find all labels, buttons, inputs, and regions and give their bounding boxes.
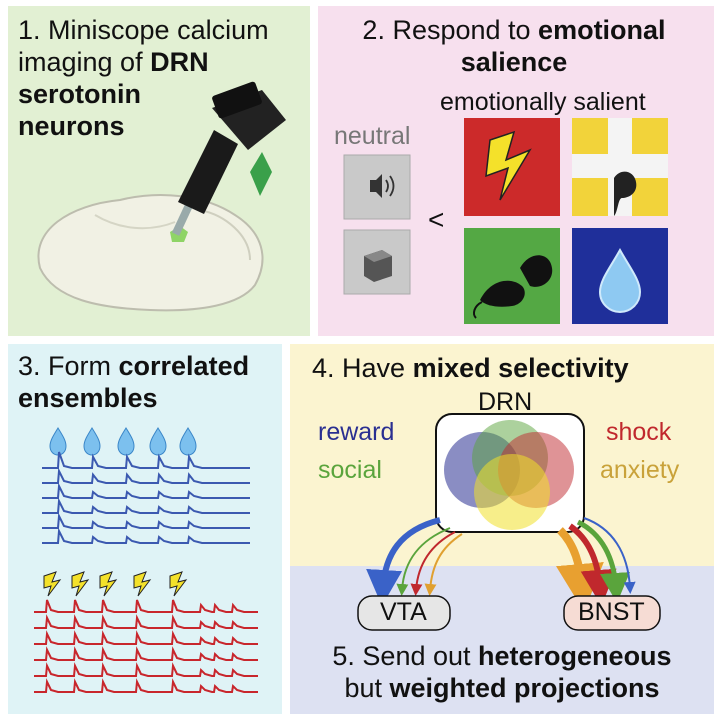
bnst-box [563, 595, 661, 631]
blue-trace-line [42, 467, 250, 484]
blue-trace-line [42, 482, 250, 499]
panel3-line2-bold: ensembles [18, 383, 158, 413]
vta-label: VTA [380, 598, 427, 626]
panel5-title: 5. Send out heterogeneous but weighted p… [300, 640, 704, 704]
brain-illustration [37, 194, 264, 312]
bnst-label: BNST [578, 598, 645, 626]
red-trace-line [34, 662, 258, 677]
shock-bolt-row [43, 571, 188, 597]
neutral-label: neutral [334, 122, 411, 150]
shock-bolt-icon [99, 571, 118, 597]
shock-square [464, 118, 560, 216]
panel1-line1: 1. Miniscope calcium [18, 15, 269, 45]
panel2-title: 2. Respond to emotional salience [344, 14, 684, 78]
panel2-line1-text: 2. Respond to [362, 15, 539, 45]
panel1-line2-bold: DRN [150, 47, 209, 77]
panel1-line3: serotonin [18, 78, 269, 110]
anxiety-maze-square [572, 118, 668, 216]
panel3-line1-text: 3. Form [18, 351, 119, 381]
red-trace-line [34, 678, 258, 693]
shock-bolt-icon [169, 571, 188, 597]
less-than-sign: < [428, 204, 445, 235]
shock-label: shock [606, 418, 672, 446]
panel3-line2: ensembles [18, 382, 249, 414]
neutral-object-square [343, 229, 411, 295]
drn-venn-box [435, 413, 585, 533]
panel1-line2: imaging of DRN [18, 46, 269, 78]
panel1-line4: neurons [18, 110, 269, 142]
social-label: social [318, 456, 382, 484]
panel5-line1: 5. Send out heterogeneous [300, 640, 704, 672]
panel2-line1-bold: emotional [538, 15, 666, 45]
water-drop-icon [149, 427, 167, 456]
panel-weighted-projections [290, 566, 714, 714]
drn-label: DRN [478, 388, 533, 416]
red-trace-line [34, 614, 258, 629]
panel5-line2-text: but [344, 673, 390, 703]
red-calcium-traces [34, 599, 258, 693]
panel1-line4-bold: neurons [18, 111, 125, 141]
salient-label: emotionally salient [440, 88, 646, 116]
water-drop-row [49, 427, 197, 456]
red-trace-line [34, 646, 258, 661]
panel3-line1-bold: correlated [118, 351, 250, 381]
panel2-line2: salience [344, 46, 684, 78]
vta-box [357, 595, 451, 631]
panel3-title: 3. Form correlated ensembles [18, 350, 249, 414]
miniscope-icon [171, 81, 286, 236]
anxiety-label: anxiety [600, 456, 680, 484]
panel2-line1: 2. Respond to emotional [344, 14, 684, 46]
panel5-line2-bold: weighted projections [389, 673, 660, 703]
social-mice-square [464, 228, 560, 324]
panel3-line1: 3. Form correlated [18, 350, 249, 382]
shock-bolt-icon [133, 571, 152, 597]
panel4-title-text: 4. Have [312, 353, 413, 383]
panel1-line3-bold: serotonin [18, 79, 142, 109]
panel5-line1-bold: heterogeneous [478, 641, 672, 671]
panel2-line2-bold: salience [460, 47, 568, 77]
panel1-title: 1. Miniscope calcium imaging of DRN sero… [18, 14, 269, 142]
shock-bolt-icon [43, 571, 62, 597]
blue-trace-line [42, 451, 250, 469]
blue-trace-line [42, 512, 250, 529]
reward-label: reward [318, 418, 395, 446]
water-drop-icon [49, 427, 67, 456]
panel4-title-bold: mixed selectivity [412, 353, 629, 383]
panel4-title: 4. Have mixed selectivity [312, 352, 629, 384]
shock-bolt-icon [71, 571, 90, 597]
blue-calcium-traces [42, 451, 250, 544]
red-trace-line [34, 599, 258, 613]
panel5-line1-text: 5. Send out [332, 641, 479, 671]
panel5-line2: but weighted projections [300, 672, 704, 704]
panel1-line2-text: imaging of [18, 47, 151, 77]
water-drop-icon [179, 427, 197, 456]
water-reward-square [572, 228, 668, 324]
blue-trace-line [42, 527, 250, 544]
water-drop-icon [83, 427, 101, 456]
blue-trace-line [42, 497, 250, 514]
water-drop-icon [117, 427, 135, 456]
projection-arrows [366, 517, 636, 612]
neutral-tone-square [343, 154, 411, 220]
red-trace-line [34, 630, 258, 645]
